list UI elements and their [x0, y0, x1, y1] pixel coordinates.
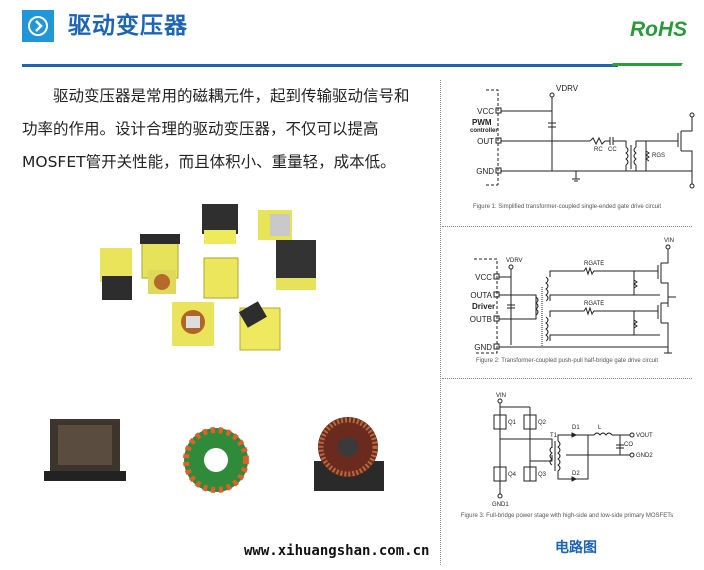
label: VOUT	[636, 433, 653, 439]
toroid-mounted-photo	[314, 417, 384, 491]
label: GND	[474, 343, 492, 352]
label: PWM	[472, 118, 492, 127]
transformer-photo	[100, 204, 316, 351]
label: Q1	[508, 420, 517, 426]
label: RGATE	[584, 261, 604, 267]
intro-line: MOSFET管开关性能，而且体积小、重量轻，成本低。	[22, 153, 396, 171]
label: controller	[470, 128, 498, 134]
label: VCC	[477, 107, 494, 116]
header-divider	[22, 64, 618, 67]
label: L	[598, 425, 602, 431]
smd-transformer-photo	[44, 419, 126, 481]
play-circle-icon	[22, 10, 54, 42]
label: VIN	[496, 393, 506, 399]
website-link[interactable]: www.xihuangshan.com.cn	[244, 543, 430, 559]
figure-2-schematic: VDRV VCC Driver OUTA OUTB GND RGATE RGAT…	[470, 238, 676, 354]
label: D2	[572, 471, 580, 477]
label: Q3	[538, 472, 547, 478]
label: VDRV	[506, 258, 523, 264]
circuit-title: 电路图	[555, 540, 597, 556]
toroid-photo	[183, 427, 249, 493]
figure-3-schematic: VIN Q1 Q2 Q3 Q4 T1 D1 D2 L CO VOUT GND2 …	[492, 393, 653, 508]
label: RC	[594, 147, 603, 153]
header-divider-accent	[611, 63, 683, 66]
page-title: 驱动变压器	[68, 13, 188, 39]
label: Driver	[472, 302, 495, 311]
label: GND1	[492, 502, 509, 508]
figure-1-caption: Figure 1: Simplified transformer-coupled…	[472, 204, 662, 210]
label: Q2	[538, 420, 547, 426]
intro-line: 驱动变压器是常用的磁耦元件，起到传输驱动信号和	[53, 87, 410, 105]
label: VCC	[475, 273, 492, 282]
rohs-badge: RoHS	[630, 18, 688, 41]
transformer-photo-cluster	[100, 204, 316, 351]
label: VDRV	[556, 84, 579, 93]
label: T1	[550, 433, 558, 439]
label: D1	[572, 425, 580, 431]
label: GND2	[636, 453, 653, 459]
intro-line: 功率的作用。设计合理的驱动变压器，不仅可以提高	[22, 120, 379, 138]
figure-divider	[442, 378, 692, 379]
figure-1-schematic: VDRV VCC PWM controller OUT GND RC CC RG…	[470, 84, 695, 189]
figure-3-caption: Figure 3: Full-bridge power stage with h…	[460, 513, 674, 519]
label: OUTA	[470, 291, 492, 300]
label: RGS	[652, 153, 665, 159]
label: CO	[624, 442, 633, 448]
intro-paragraph: 驱动变压器是常用的磁耦元件，起到传输驱动信号和 功率的作用。设计合理的驱动变压器…	[22, 80, 442, 179]
label: OUT	[477, 137, 494, 146]
label: Q4	[508, 472, 517, 478]
figure-2-caption: Figure 2: Transformer-coupled push-pull …	[475, 358, 659, 364]
label: CC	[608, 147, 617, 153]
label: GND	[476, 167, 494, 176]
label: OUTB	[470, 315, 492, 324]
figure-divider	[442, 226, 692, 227]
component-photos	[44, 417, 384, 493]
column-divider	[440, 80, 441, 565]
label: VIN	[664, 238, 674, 244]
label: RGATE	[584, 301, 604, 307]
